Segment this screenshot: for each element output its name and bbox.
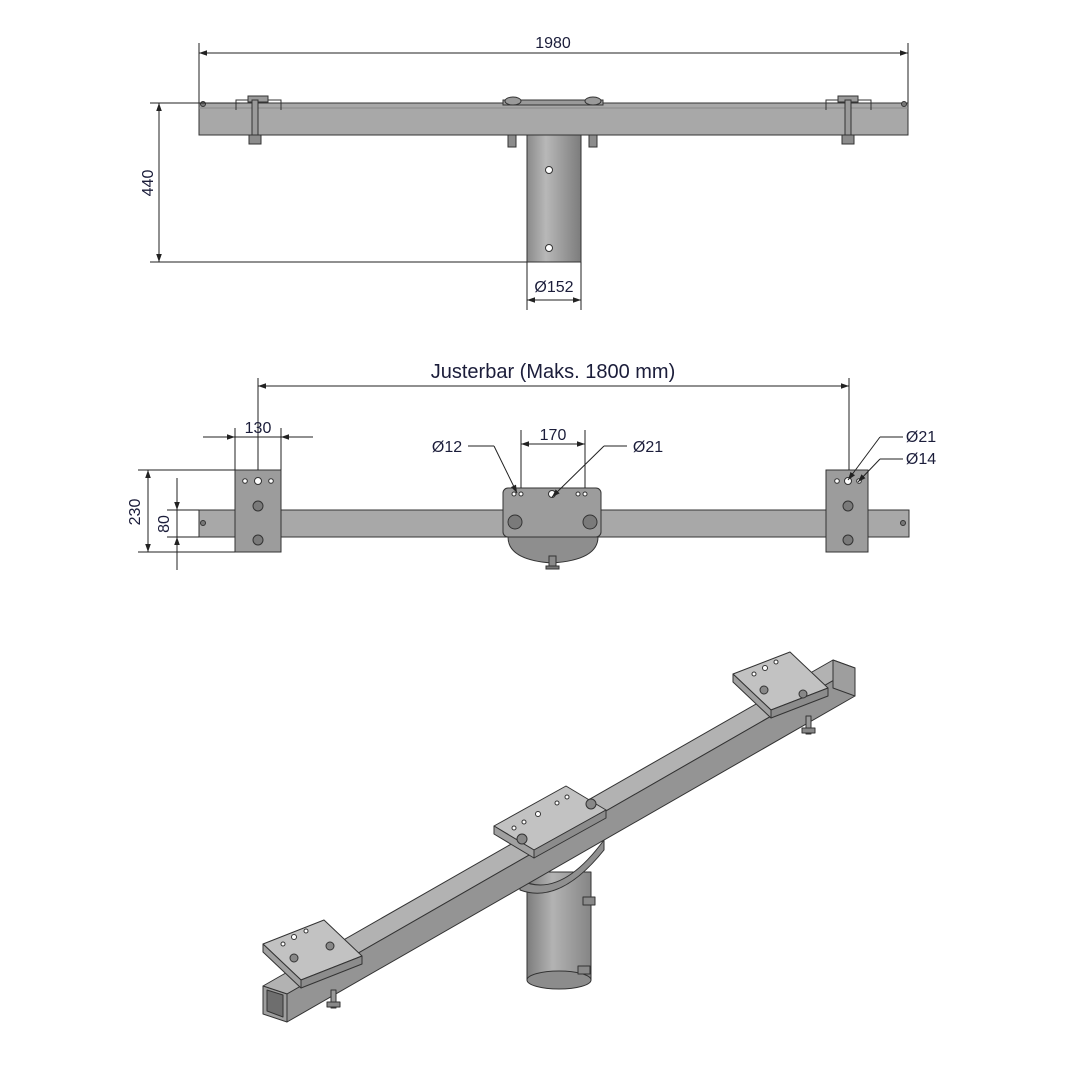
dim-plate-width: 130	[245, 420, 272, 437]
middle-view	[198, 469, 910, 570]
dim-adjustable: Justerbar (Maks. 1800 mm)	[431, 361, 676, 383]
middle-dimensions	[138, 378, 903, 570]
dim-hole-center: Ø21	[633, 439, 663, 456]
top-view	[198, 95, 909, 263]
top-dimensions	[150, 43, 909, 310]
dim-pipe-diameter: Ø152	[534, 279, 573, 296]
dim-plate-height: 230	[127, 499, 144, 526]
dim-hole-right-large: Ø21	[906, 429, 936, 446]
dim-height: 440	[140, 170, 157, 197]
dim-overall-length: 1980	[535, 35, 571, 52]
dim-hole-spacing: 170	[540, 427, 567, 444]
isometric-view	[262, 651, 856, 1023]
dim-hole-small-left: Ø12	[432, 439, 462, 456]
top-pipe	[526, 134, 582, 263]
dim-hole-right-small: Ø14	[906, 451, 936, 468]
dim-beam-height: 80	[156, 515, 173, 533]
center-plate	[502, 487, 602, 538]
